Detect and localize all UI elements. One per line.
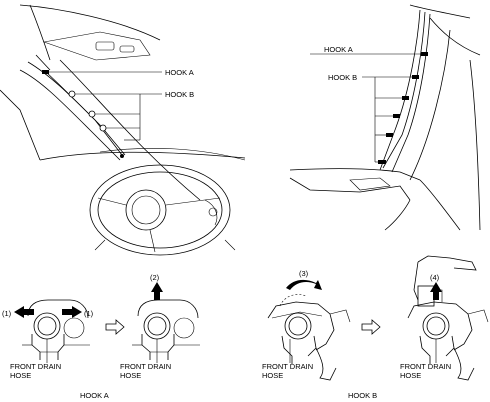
front-drain-label-1: FRONT DRAIN (10, 362, 61, 371)
hose-label-4: HOSE (400, 371, 421, 380)
hook-b-section-title: HOOK B (348, 391, 377, 400)
hook-b-label-right: HOOK B (328, 73, 357, 82)
step-3-label: (3) (299, 269, 309, 278)
hook-a-label-right: HOOK A (324, 45, 353, 54)
step-1-label-left: (1) (2, 309, 12, 318)
front-drain-label-3: FRONT DRAIN (262, 362, 313, 371)
hook-b-step-3: (3) FRONT DRAIN HOSE (262, 269, 351, 381)
step-2-label: (2) (150, 273, 160, 282)
front-drain-label-4: FRONT DRAIN (400, 362, 451, 371)
hook-a-step-1: (1) (1) FRONT DRAIN HOSE (2, 299, 94, 380)
hose-label-1: HOSE (10, 371, 31, 380)
left-pillar-view: HOOK A HOOK B (0, 4, 246, 256)
front-drain-label-2: FRONT DRAIN (120, 362, 171, 371)
next-step-arrow-2 (361, 319, 381, 335)
step-1-label-right: (1) (84, 309, 94, 318)
hose-label-2: HOSE (120, 371, 141, 380)
hook-b-label-left: HOOK B (165, 90, 194, 99)
hook-a-step-2: (2) FRONT DRAIN HOSE (120, 273, 200, 380)
next-step-arrow-1 (105, 319, 125, 335)
hose-label-3: HOSE (262, 371, 283, 380)
hook-a-label-left: HOOK A (165, 68, 194, 77)
right-pillar-view: HOOK A HOOK B (289, 4, 481, 231)
hook-a-section-title: HOOK A (80, 391, 109, 400)
hook-b-step-4: (4) FRONT DRAIN HOSE (400, 255, 489, 381)
step-4-label: (4) (430, 273, 440, 282)
